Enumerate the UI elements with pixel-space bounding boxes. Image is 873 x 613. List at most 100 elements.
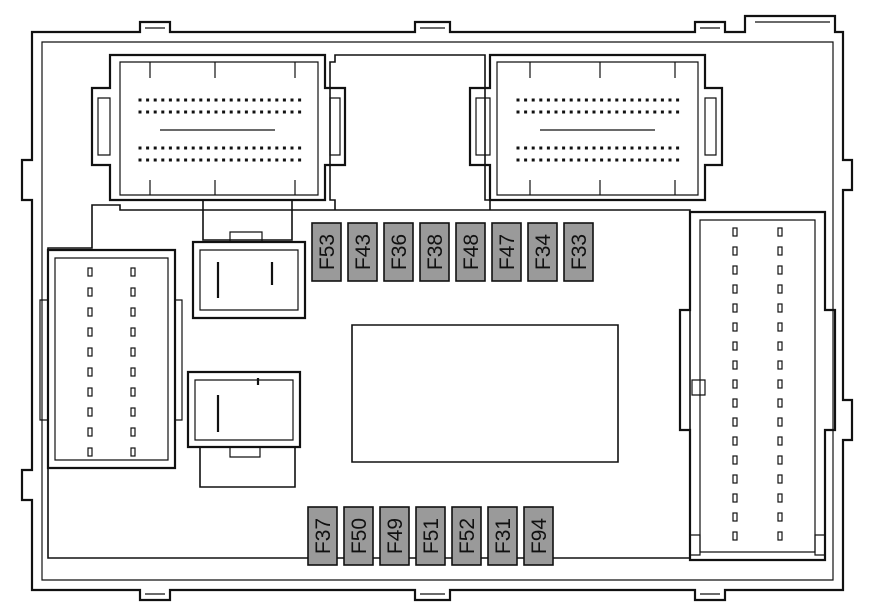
connector-left	[39, 248, 183, 470]
connector-slot	[87, 307, 93, 317]
fuse: F50	[343, 506, 374, 566]
connector-pin	[645, 98, 649, 102]
connector-pin	[622, 158, 626, 162]
connector-slot	[87, 367, 93, 377]
fuse: F33	[563, 222, 594, 282]
fuse-label: F36	[388, 234, 411, 270]
connector-slot	[130, 367, 136, 377]
connector-slot	[777, 398, 783, 408]
connector-pin	[660, 146, 664, 150]
fuse-label: F37	[312, 518, 335, 554]
connector-pin	[146, 98, 150, 102]
connector-pin	[153, 146, 157, 150]
connector-pin	[577, 158, 581, 162]
connector-pin	[531, 146, 535, 150]
connector-pin	[222, 146, 226, 150]
fuse: F49	[379, 506, 410, 566]
connector-slot	[732, 284, 738, 294]
connector-slot	[732, 246, 738, 256]
connector-pin	[161, 146, 165, 150]
connector-pin	[592, 110, 596, 114]
connector-pin	[282, 98, 286, 102]
fuse-label: F48	[460, 234, 483, 270]
connector-pin	[168, 110, 172, 114]
connector-pin	[298, 146, 302, 150]
connector-slot	[87, 387, 93, 397]
connector-pin	[653, 158, 657, 162]
connector-pin	[645, 158, 649, 162]
connector-slot	[732, 341, 738, 351]
connector-pin	[554, 110, 558, 114]
connector-pin	[176, 158, 180, 162]
fuse: F38	[419, 222, 450, 282]
connector-pin	[244, 110, 248, 114]
connector-pin	[153, 158, 157, 162]
connector-slot	[130, 347, 136, 357]
connector-slot	[777, 227, 783, 237]
connector-pin	[546, 158, 550, 162]
connector-pin	[275, 146, 279, 150]
connector-slot	[130, 327, 136, 337]
connector-pin	[630, 146, 634, 150]
connector-pin	[668, 110, 672, 114]
connector-pin	[516, 98, 520, 102]
connector-pin	[267, 146, 271, 150]
fuse: F51	[415, 506, 446, 566]
connector-pin	[290, 110, 294, 114]
connector-pin	[229, 146, 233, 150]
connector-pin	[554, 146, 558, 150]
connector-pin	[546, 146, 550, 150]
connector-pin	[562, 146, 566, 150]
connector-pin	[199, 98, 203, 102]
connector-pin	[622, 146, 626, 150]
connector-slot	[130, 427, 136, 437]
connector-pin	[668, 158, 672, 162]
connector-pin	[622, 110, 626, 114]
connector-pin	[653, 146, 657, 150]
connector-pin	[298, 98, 302, 102]
connector-pin	[298, 110, 302, 114]
connector-pin	[607, 158, 611, 162]
connector-slot	[777, 246, 783, 256]
connector-pin	[531, 98, 535, 102]
connector-pin	[199, 110, 203, 114]
connector-pin	[531, 158, 535, 162]
connector-pin	[660, 98, 664, 102]
connector-pin	[184, 110, 188, 114]
connector-slot	[732, 474, 738, 484]
connector-pin	[252, 158, 256, 162]
connector-slot	[777, 512, 783, 522]
connector-pin	[615, 110, 619, 114]
connector-slot	[777, 303, 783, 313]
fuse-label: F52	[456, 518, 479, 554]
connector-pin	[168, 98, 172, 102]
connector-pin	[516, 158, 520, 162]
fuse: F31	[487, 506, 518, 566]
connector-pin	[244, 146, 248, 150]
fuse: F37	[307, 506, 338, 566]
connector-pin	[607, 98, 611, 102]
connector-slot	[777, 417, 783, 427]
connector-pin	[524, 110, 528, 114]
connector-slot	[777, 341, 783, 351]
connector-pin	[267, 158, 271, 162]
connector-slot	[130, 287, 136, 297]
connector-pin	[645, 146, 649, 150]
connector-pin	[168, 146, 172, 150]
connector-slot	[777, 455, 783, 465]
connector-pin	[237, 146, 241, 150]
connector-pin	[244, 98, 248, 102]
fuse-label: F43	[352, 234, 375, 270]
connector-pin	[539, 158, 543, 162]
connector-pin	[244, 158, 248, 162]
connector-pin	[531, 110, 535, 114]
fuse: F34	[527, 222, 558, 282]
connector-pin	[592, 98, 596, 102]
connector-slot	[777, 436, 783, 446]
connector-slot	[732, 322, 738, 332]
fuse-label: F94	[528, 518, 551, 555]
connector-pin	[577, 110, 581, 114]
connector-slot	[777, 322, 783, 332]
connector-slot	[777, 379, 783, 389]
